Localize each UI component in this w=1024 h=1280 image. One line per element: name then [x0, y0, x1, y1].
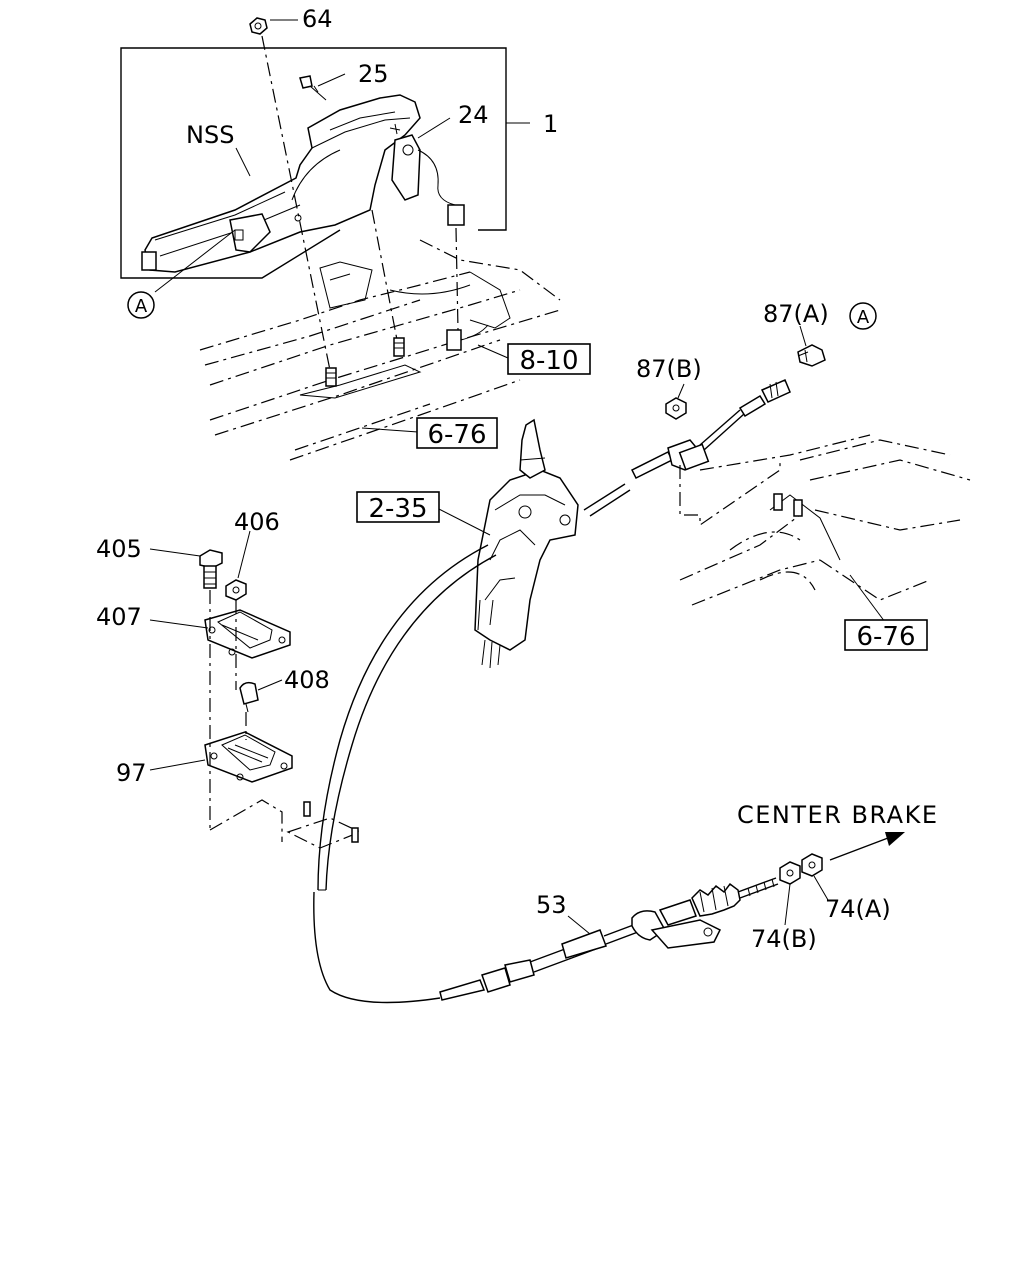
ref-6-76-top-text: 6-76: [427, 420, 486, 450]
ref-2-35-text: 2-35: [368, 494, 427, 524]
label-25: 25: [358, 60, 389, 88]
part-number-labels: 64 25 24 1 NSS 87(A) 87(B) 405 406 407 4…: [96, 5, 939, 953]
label-407: 407: [96, 603, 142, 631]
label-97: 97: [116, 759, 147, 787]
callout-a-right: A: [849, 302, 877, 330]
label-1: 1: [543, 110, 558, 138]
callout-a-right-text: A: [857, 307, 870, 328]
label-24: 24: [458, 101, 489, 129]
label-87b: 87(B): [636, 355, 702, 383]
inner-brake-cable: [313, 483, 631, 1004]
callout-a-left: A: [127, 291, 155, 319]
label-53: 53: [536, 891, 567, 919]
center-brake-direction-arrow: [829, 832, 905, 861]
floor-tunnel-structure: [199, 239, 561, 461]
lever-assembly-frame: [120, 47, 530, 279]
ref-6-76-right-text: 6-76: [856, 622, 915, 652]
label-405: 405: [96, 535, 142, 563]
right-floor-structure: [679, 434, 971, 606]
ref-box-6-76-top: 6-76: [416, 417, 498, 450]
label-406: 406: [234, 508, 280, 536]
ref-box-2-35: 2-35: [356, 491, 440, 524]
ref-box-6-76-right: 6-76: [844, 619, 928, 652]
leader-lines: [149, 19, 886, 935]
label-nss: NSS: [186, 121, 234, 149]
front-cable-assembly: [630, 344, 826, 527]
label-64: 64: [302, 5, 333, 33]
parking-brake-lever-cover: [141, 17, 465, 273]
label-74b: 74(B): [751, 925, 817, 953]
label-center-brake: CENTER BRAKE: [737, 801, 939, 829]
ref-box-8-10: 8-10: [507, 343, 591, 376]
ref-8-10-text: 8-10: [519, 346, 578, 376]
alignment-centerlines-top: [261, 35, 459, 381]
rear-cable-assembly: [439, 853, 823, 1001]
label-408: 408: [284, 666, 330, 694]
label-87a: 87(A): [763, 300, 829, 328]
control-lever-bracket: [474, 418, 579, 669]
cable-bracket-assembly: [199, 549, 362, 849]
callout-a-left-text: A: [135, 296, 148, 317]
label-74a: 74(A): [825, 895, 891, 923]
